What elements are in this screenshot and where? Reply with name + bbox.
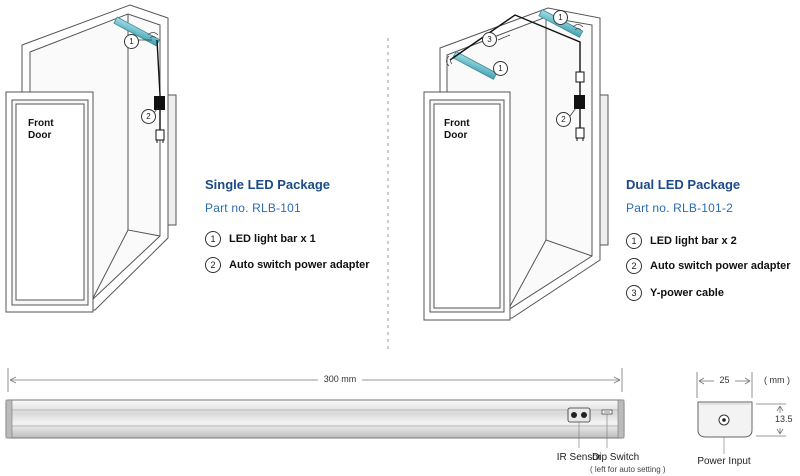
length-label: 300 mm [323,374,357,384]
single-package-title: Single LED Package [205,177,330,192]
dual-item-3-label: Y-power cable [650,287,724,299]
single-front-door [5,91,94,313]
dual-callout-adapter: 2 [556,112,571,127]
dual-door-label-line2: Door [444,130,468,141]
single-door-label-line1: Front [28,118,54,129]
dual-callout-led-top: 1 [553,10,568,25]
single-door-label-line2: Door [28,130,52,141]
dual-item-2-number: 2 [626,258,642,274]
single-item-2-label: Auto switch power adapter [229,259,370,271]
dual-led-bar-left [452,51,498,80]
single-package-part-number: Part no. RLB-101 [205,201,301,215]
dip-switch-note: ( left for auto setting ) [590,465,666,474]
dual-item-2: 2 Auto switch power adapter [626,258,791,274]
dual-item-1-number: 1 [626,233,642,249]
single-item-1-number: 1 [205,231,221,247]
dual-sensor-waves [446,24,584,67]
led-light-bar-side-view [5,399,625,439]
height-label: 13.5 [775,414,793,424]
dual-callout-ycable: 3 [482,32,497,47]
dual-package-title: Dual LED Package [626,177,741,192]
single-sensor-waves [147,32,159,39]
dual-power-adapter [574,95,585,109]
led-light-bar-end-view [696,372,786,454]
width-label: 25 [719,375,730,385]
single-item-2-number: 2 [205,257,221,273]
dual-door-label-line1: Front [444,118,470,129]
dual-item-3: 3 Y-power cable [626,285,724,301]
dual-item-1-label: LED light bar x 2 [650,235,737,247]
dual-item-3-number: 3 [626,285,642,301]
dual-callout-led-left: 1 [493,61,508,76]
dual-door-label: Front Door [444,118,470,142]
dual-item-2-label: Auto switch power adapter [650,260,791,272]
single-item-1-label: LED light bar x 1 [229,233,316,245]
length-dimension [7,368,623,392]
single-item-2: 2 Auto switch power adapter [205,257,370,273]
single-door-label: Front Door [28,118,54,142]
unit-label: ( mm ) [764,375,790,385]
single-callout-adapter: 2 [141,109,156,124]
single-hinge-strip [167,94,177,226]
power-input-label: Power Input [697,456,751,467]
dual-package-part-number: Part no. RLB-101-2 [626,201,733,215]
ir-sensor-label: IR Sensor [556,452,602,463]
dual-front-door [423,91,511,321]
dual-item-1: 1 LED light bar x 2 [626,233,737,249]
single-callout-led: 1 [124,34,139,49]
dip-switch-label: Dip Switch [592,452,640,463]
single-item-1: 1 LED light bar x 1 [205,231,316,247]
single-power-adapter [154,96,165,110]
dual-hinge-strip [599,94,609,246]
